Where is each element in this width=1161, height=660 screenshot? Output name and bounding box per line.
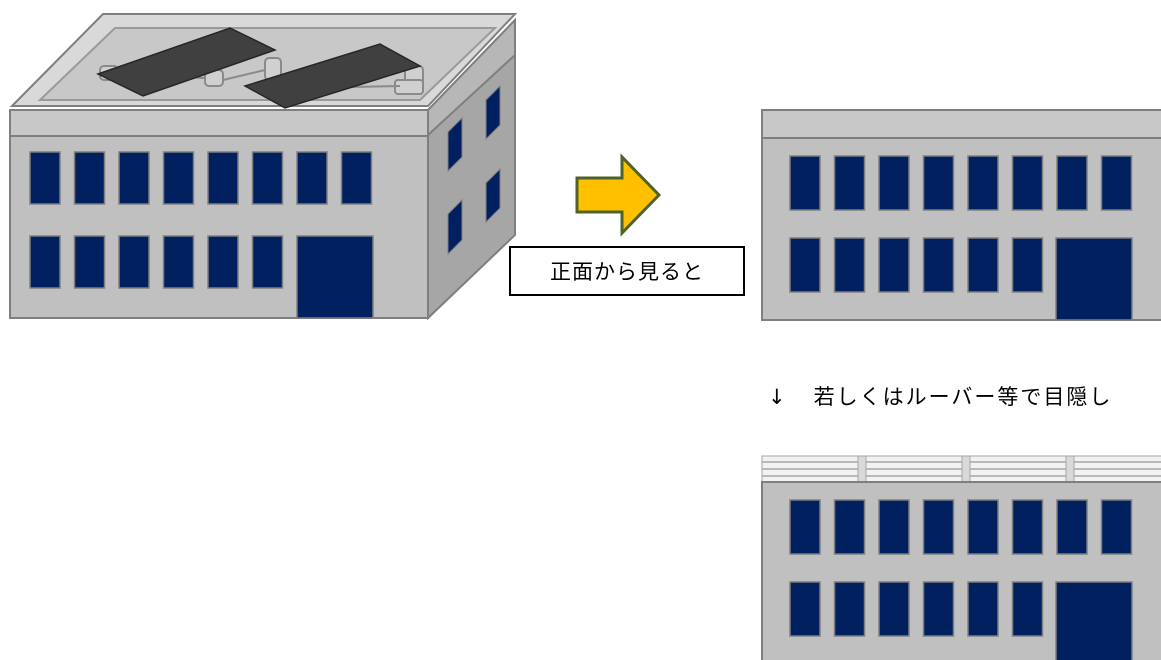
window [1011, 499, 1044, 555]
window [789, 581, 821, 637]
window [1100, 499, 1133, 555]
window [29, 151, 61, 205]
window [922, 499, 955, 555]
window [967, 499, 999, 555]
window [833, 155, 866, 211]
front-view-label-text: 正面から見ると [550, 260, 704, 284]
front-view-label: 正面から見ると [509, 246, 745, 296]
window [878, 237, 910, 293]
alternative-caption-text: 若しくはルーバー等で目隠し [813, 385, 1113, 409]
window [1011, 581, 1044, 637]
window [967, 237, 999, 293]
entrance-door [1055, 581, 1133, 660]
window [207, 151, 239, 205]
window [162, 151, 195, 205]
window [29, 235, 61, 289]
window [118, 235, 150, 289]
window [922, 155, 955, 211]
entrance-door [1055, 237, 1133, 321]
window [1011, 155, 1044, 211]
alternative-caption: ↓ 若しくはルーバー等で目隠し [768, 381, 1112, 411]
entrance-door [296, 235, 374, 319]
window [878, 155, 910, 211]
window [251, 151, 284, 205]
window [967, 581, 999, 637]
roof-panel-1 [96, 27, 277, 97]
window [251, 235, 284, 289]
building-front-parapet [9, 109, 429, 137]
window [833, 581, 866, 637]
window [296, 151, 328, 205]
window [73, 235, 106, 289]
window [1100, 155, 1133, 211]
window [73, 151, 106, 205]
front-view-windows [789, 155, 1133, 321]
window [878, 499, 910, 555]
window [789, 237, 821, 293]
window [789, 155, 821, 211]
window [922, 237, 955, 293]
right-arrow-icon [575, 153, 662, 237]
down-arrow-icon: ↓ [768, 385, 788, 409]
window [833, 499, 866, 555]
front-windows-isometric [29, 151, 374, 319]
window [922, 581, 955, 637]
louver-view-windows [789, 499, 1133, 660]
window [340, 151, 373, 205]
side-windows [447, 84, 501, 256]
window [1056, 155, 1088, 211]
window [1011, 237, 1044, 293]
window [118, 151, 150, 205]
window [833, 237, 866, 293]
window [878, 581, 910, 637]
window [207, 235, 239, 289]
window [789, 499, 821, 555]
window [162, 235, 195, 289]
front-view-parapet [761, 109, 1161, 139]
window [967, 155, 999, 211]
roof-panel-2 [243, 43, 422, 109]
roof-louver [761, 455, 1161, 483]
window [1056, 499, 1088, 555]
